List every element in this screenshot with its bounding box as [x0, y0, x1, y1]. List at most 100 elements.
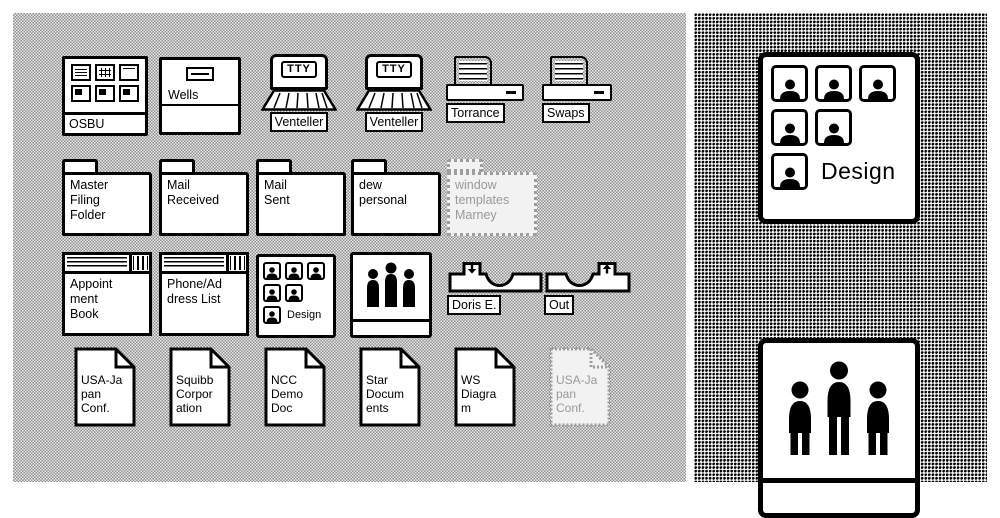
- icon-venteller-terminal-1[interactable]: TTY Venteller: [254, 54, 344, 132]
- icon-label: USA-Ja pan Conf.: [556, 373, 597, 415]
- icon-out-basket[interactable]: Out: [544, 260, 632, 315]
- icon-label-line: Docum: [366, 387, 405, 401]
- portrait-icon: [815, 109, 852, 146]
- icon-label-line: Demo: [271, 387, 304, 401]
- icon-label-line: Received: [167, 193, 220, 207]
- icon-label: Design: [821, 158, 896, 184]
- calculator-mini-icon: [95, 64, 115, 81]
- document-sheet-icon: [169, 347, 231, 427]
- ledger-top-icon: [62, 252, 152, 274]
- three-people-icon: [367, 262, 415, 307]
- icon-phone-address-list[interactable]: Phone/Ad dress List: [159, 252, 249, 336]
- ledger-body: Phone/Ad dress List: [159, 274, 249, 336]
- ledger-body: Appoint ment Book: [62, 274, 152, 336]
- icon-label: Squibb Corpor ation: [176, 373, 213, 415]
- folder-tab-icon: [62, 159, 98, 172]
- divider: [353, 319, 429, 322]
- icon-people-group-large[interactable]: [758, 338, 920, 518]
- icon-label-line: Star: [366, 373, 389, 387]
- icon-people-group-small[interactable]: [350, 252, 432, 338]
- portrait-icon: [859, 65, 896, 102]
- window-mini-icon: [95, 85, 115, 102]
- ledger-lines-icon: [67, 257, 127, 269]
- portrait-row: Design: [771, 153, 907, 190]
- portrait-icon: [285, 284, 303, 302]
- terminal-screen-icon: TTY: [270, 54, 328, 90]
- icon-label-line: NCC: [271, 373, 297, 387]
- folder-body: window templates Marney: [447, 172, 537, 236]
- folder-tab-icon: [256, 159, 292, 172]
- document-sheet-icon: [549, 347, 611, 427]
- icon-document-squibb[interactable]: Squibb Corpor ation: [169, 347, 231, 427]
- folder-tab-icon: [351, 159, 387, 172]
- icon-label-line: dress List: [167, 292, 221, 306]
- icon-label: Doris E.: [447, 295, 502, 315]
- icon-label-line: ment: [70, 292, 98, 306]
- icon-label-line: ents: [366, 401, 389, 415]
- in-tray-icon: [448, 262, 543, 293]
- portrait-icon: [771, 153, 808, 190]
- icon-label: Venteller: [269, 112, 329, 132]
- divider: [763, 478, 915, 483]
- icon-label-line: personal: [359, 193, 407, 207]
- icon-venteller-terminal-2[interactable]: TTY Venteller: [349, 54, 439, 132]
- icon-document-star-documents[interactable]: Star Docum ents: [359, 347, 421, 427]
- document-sheet-icon: [454, 347, 516, 427]
- icon-document-usa-japan-conf-ghost[interactable]: USA-Ja pan Conf.: [549, 347, 611, 427]
- portrait-row: [263, 284, 329, 302]
- icon-label-line: window: [455, 178, 497, 192]
- icon-design-group-large[interactable]: Design: [758, 52, 920, 224]
- icon-document-ncc-demo[interactable]: NCC Demo Doc: [264, 347, 326, 427]
- icon-folder-master-filing[interactable]: Master Filing Folder: [62, 159, 152, 236]
- folder-body: Master Filing Folder: [62, 172, 152, 236]
- portrait-icon: [263, 262, 281, 280]
- icon-folder-window-templates-ghost[interactable]: window templates Marney: [447, 159, 537, 236]
- keyboard-icon: [261, 89, 337, 111]
- icon-document-ws-diagram[interactable]: WS Diagra m: [454, 347, 516, 427]
- folder-tab-icon: [159, 159, 195, 172]
- icon-label: Torrance: [446, 103, 505, 123]
- icon-label-line: ation: [176, 401, 203, 415]
- printer-body-icon: [446, 84, 524, 101]
- portrait-row: Design: [263, 306, 329, 324]
- terminal-screen-icon: TTY: [365, 54, 423, 90]
- icon-label-line: Sent: [264, 193, 290, 207]
- icon-folder-dew-personal[interactable]: dew personal: [351, 159, 441, 236]
- icon-appointment-book[interactable]: Appoint ment Book: [62, 252, 152, 336]
- icon-label: Out: [544, 295, 575, 315]
- icon-folder-mail-received[interactable]: Mail Received: [159, 159, 249, 236]
- keyboard-icon: [356, 89, 432, 111]
- icon-document-usa-japan-conf[interactable]: USA-Ja pan Conf.: [74, 347, 136, 427]
- three-people-icon: [789, 361, 889, 455]
- icon-label-line: Master: [70, 178, 109, 192]
- screen-text: TTY: [281, 61, 317, 78]
- icon-wells-filedrawer[interactable]: Wells: [159, 57, 241, 135]
- icon-label: OSBU: [65, 112, 145, 133]
- portrait-icon: [285, 262, 303, 280]
- document-sheet-icon: [74, 347, 136, 427]
- document-sheet-icon: [359, 347, 421, 427]
- icon-label-line: Marney: [455, 208, 497, 222]
- icon-label-line: dew: [359, 178, 382, 192]
- printer-mini-icon: [71, 64, 91, 81]
- ledger-lines-icon: [164, 257, 224, 269]
- portrait-icon: [307, 262, 325, 280]
- icon-label-line: Diagra: [461, 387, 497, 401]
- printer-body-icon: [542, 84, 612, 101]
- divider: [162, 104, 238, 106]
- portrait-icon: [771, 109, 808, 146]
- portrait-icon: [771, 65, 808, 102]
- icon-swaps-printer[interactable]: Swaps: [542, 56, 630, 123]
- portrait-row: [771, 65, 907, 102]
- icon-doris-in-basket[interactable]: Doris E.: [447, 260, 544, 315]
- icon-torrance-printer[interactable]: Torrance: [446, 56, 534, 123]
- mail-mini-icon: [119, 64, 139, 81]
- portrait-row: [771, 109, 907, 146]
- icon-label-line: USA-Ja: [556, 373, 598, 387]
- icon-label-line: Mail: [167, 178, 190, 192]
- icon-osbu-directory[interactable]: OSBU: [62, 56, 148, 136]
- icon-label-line: templates: [455, 193, 510, 207]
- icon-folder-mail-sent[interactable]: Mail Sent: [256, 159, 346, 236]
- portrait-icon: [263, 306, 281, 324]
- icon-design-group-small[interactable]: Design: [256, 254, 336, 338]
